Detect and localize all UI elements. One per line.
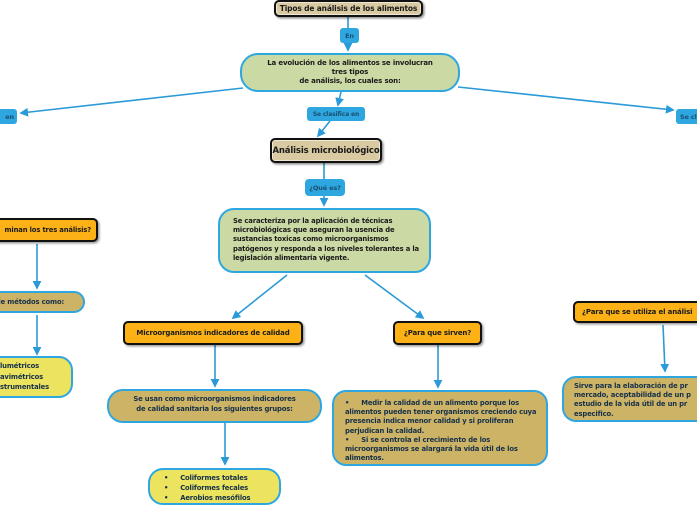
connector-label-en: En xyxy=(340,28,359,43)
node-evolution: La evolución de los alimentos se involuc… xyxy=(240,53,460,92)
node-usan: Se usan como microorganismos indicadores… xyxy=(107,389,322,423)
node-para-que-sirven: ¿Para que sirven? xyxy=(393,321,482,345)
connector-arrow xyxy=(364,274,425,320)
node-metodos: de métodos como: xyxy=(0,291,85,313)
node-analisis-microbiologico: Análisis microbiológico xyxy=(270,138,382,163)
connector-arrow xyxy=(660,324,670,373)
connector-arrow xyxy=(19,87,244,117)
node-microorganismos: Microorganismos indicadores de calidad xyxy=(123,321,303,345)
connector-arrow xyxy=(335,91,344,107)
connector-arrow xyxy=(457,86,675,114)
node-right-question: ¿Para que se utiliza el análisi xyxy=(573,301,697,323)
connector-label-que-es: ¿Qué es? xyxy=(305,179,345,196)
node-title: Tipos de análisis de los alimentos xyxy=(274,0,423,17)
connector-arrow xyxy=(231,274,288,320)
connector-arrow xyxy=(316,120,331,138)
node-caracterizacion: Se caracteriza por la aplicación de técn… xyxy=(218,208,431,273)
node-sirven-detalle: •Medir la calidad de un alimento porque … xyxy=(332,390,548,466)
node-left-question: minan los tres análisis? xyxy=(0,218,98,242)
node-grupos: •Coliformes totales•Coliformes fecales•A… xyxy=(148,468,281,505)
connector-label-en-left: en xyxy=(0,109,17,124)
connector-label-se-clasifica: Se clasifica en xyxy=(307,107,365,121)
connector-label-se-clasifica-right: Se cla xyxy=(676,109,697,124)
